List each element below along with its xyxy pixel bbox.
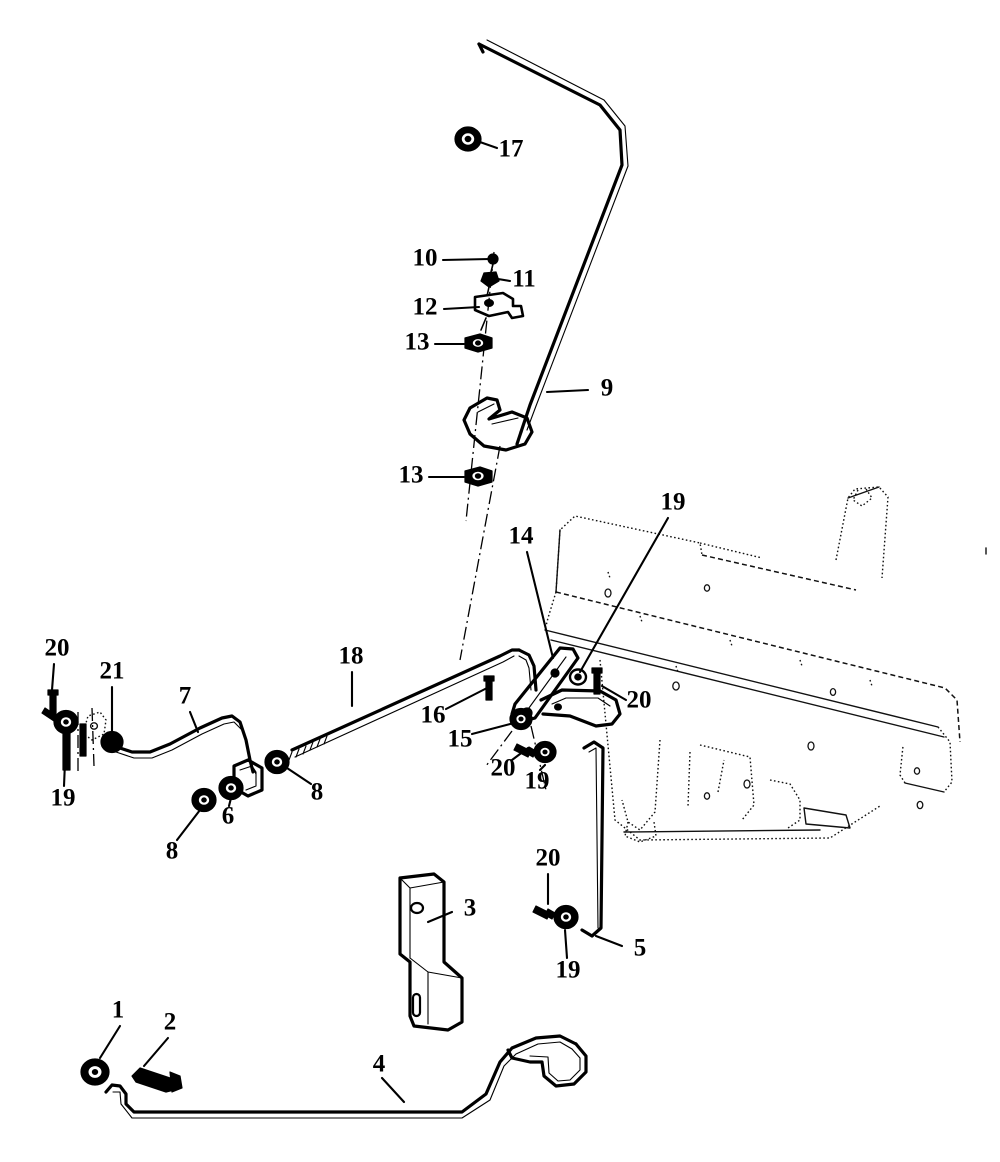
callout-label-20d: 20 [536,845,561,872]
bracket-phantom-left [77,707,107,772]
part-9-lever-grip-end [462,396,534,452]
callout-label-20c: 20 [627,687,652,714]
part-6-hex-nut [218,775,244,801]
part-15-washer [509,707,533,731]
part-17-rod-grommet [454,126,482,152]
part-20-clevis-pin-rod5 [532,905,556,920]
assembly-centerline-upper [465,251,495,522]
callout-label-11: 11 [512,266,536,293]
callout-label-21: 21 [100,658,125,685]
callout-label-8b: 8 [311,779,324,806]
callout-label-3: 3 [464,895,477,922]
callout-label-13b: 13 [399,462,424,489]
chassis-phantom-outline [544,486,987,843]
callout-label-5: 5 [634,935,647,962]
callout-leader-lines [50,139,670,1104]
part-1-lock-nut [80,1058,110,1086]
part-21-ball-knob [100,730,124,754]
part-2-carriage-bolt [131,1067,183,1093]
centerline-lever-hardware [530,725,547,791]
callout-label-19c: 19 [556,957,581,984]
part-19-hex-nut-rod5 [553,904,579,930]
callout-label-13a: 13 [405,329,430,356]
callout-label-19a: 19 [51,785,76,812]
callout-labels: 1 2 3 4 5 6 8 8 7 9 10 11 12 13 13 14 15… [45,136,686,1078]
callout-label-2: 2 [164,1009,177,1036]
callout-label-14: 14 [509,523,535,550]
part-18-long-threaded-rod [288,648,538,761]
centerline-cotter [485,730,513,767]
callout-label-19d: 19 [661,489,686,516]
callout-label-6: 6 [222,803,235,830]
part-20-clevis-pin-lower-lever [513,743,537,758]
part-8-hex-nut-rod [264,749,290,775]
part-13-flange-nut-upper [464,333,493,353]
callout-label-20a: 20 [45,635,70,662]
callout-label-10: 10 [413,245,438,272]
callout-label-15: 15 [448,726,473,753]
part-8-hex-nut-left [191,787,217,813]
part-19-hex-nut-lower-lever [533,740,557,764]
callout-label-20b: 20 [491,755,516,782]
part-12-flat-latch-bracket [473,291,525,331]
part-5-vertical-link-rod [580,740,605,938]
part-3-mounting-bracket [398,872,464,1032]
part-4-lower-control-rod [104,1034,588,1119]
callout-label-9: 9 [601,375,614,402]
callout-label-17: 17 [499,136,524,163]
part-13-flange-nut-lower [464,466,493,487]
callout-label-7: 7 [179,683,192,710]
part-20-clevis-pin-lever [591,667,603,695]
callout-label-19b: 19 [525,768,550,795]
part-20-clevis-pin-left [41,689,59,722]
callout-label-4: 4 [373,1051,386,1078]
part-9-upper-lift-rod [477,39,629,446]
callout-label-8a: 8 [166,838,179,865]
callout-label-18: 18 [339,643,364,670]
part-16-cotter-pin [483,675,495,701]
callout-label-1: 1 [112,997,125,1024]
callout-label-12: 12 [413,294,438,321]
callout-label-16: 16 [421,702,446,729]
